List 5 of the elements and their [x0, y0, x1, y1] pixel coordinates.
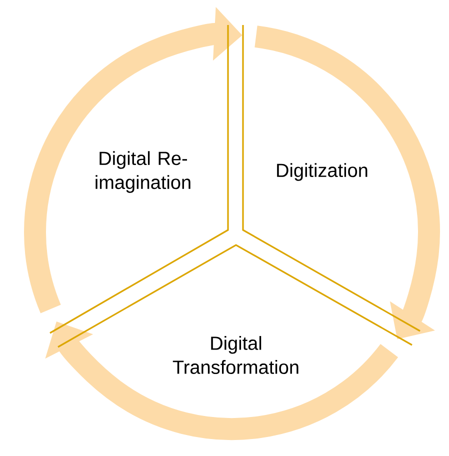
sector-outline [50, 25, 229, 334]
sector-label: Digitization [277, 163, 368, 181]
sector-label: Digital Transformation [172, 336, 298, 374]
sector-outline [242, 25, 420, 332]
sector-label: Digital Re-imagination [96, 151, 190, 193]
